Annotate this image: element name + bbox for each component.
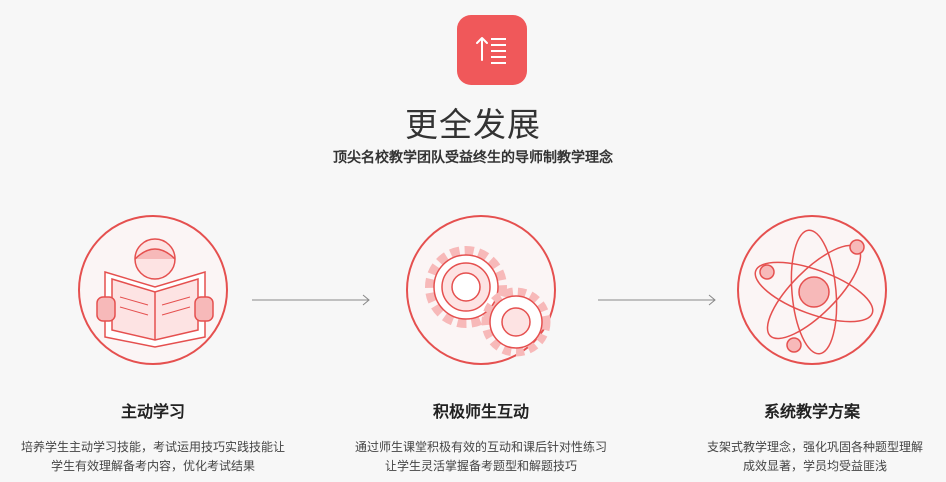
- feature-1-desc: 培养学生主动学习技能，考试运用技巧实践技能让 学生有效理解备考内容，优化考试结果: [0, 438, 306, 476]
- feature-3-title: 系统教学方案: [763, 402, 860, 421]
- atom-icon: [754, 229, 874, 355]
- feature-3-circle: [737, 215, 887, 365]
- header-list-icon: [457, 15, 527, 85]
- feature-2-desc-line2: 让学生灵活掌握备考题型和解题技巧: [384, 459, 577, 473]
- feature-1-desc-line1: 培养学生主动学习技能，考试运用技巧实践技能让: [20, 440, 285, 454]
- feature-1-circle: [78, 215, 228, 365]
- feature-2-title: 积极师生互动: [432, 402, 529, 421]
- feature-2-desc: 通过师生课堂积极有效的互动和课后针对性练习 让学生灵活掌握备考题型和解题技巧: [331, 438, 631, 476]
- sort-list-icon: [476, 37, 506, 64]
- page-subtitle: 顶尖名校教学团队受益终生的导师制教学理念: [333, 150, 613, 166]
- feature-1-title: 主动学习: [120, 402, 185, 421]
- arrow-right-icon: [598, 294, 716, 306]
- feature-2-circle: [406, 215, 556, 365]
- arrow-right-icon: [252, 294, 370, 306]
- feature-2-desc-line1: 通过师生课堂积极有效的互动和课后针对性练习: [354, 440, 607, 454]
- gears-icon: [425, 246, 551, 357]
- feature-1-desc-line2: 学生有效理解备考内容，优化考试结果: [50, 459, 255, 473]
- feature-3-desc-line1: 支架式教学理念，强化巩固各种题型理解: [706, 440, 923, 454]
- reading-person-icon: [96, 238, 214, 348]
- feature-3-desc-line2: 成效显著，学员均受益匪浅: [742, 459, 887, 473]
- page-title: 更全发展: [405, 105, 541, 144]
- feature-3-desc: 支架式教学理念，强化巩固各种题型理解 成效显著，学员均受益匪浅: [685, 438, 945, 476]
